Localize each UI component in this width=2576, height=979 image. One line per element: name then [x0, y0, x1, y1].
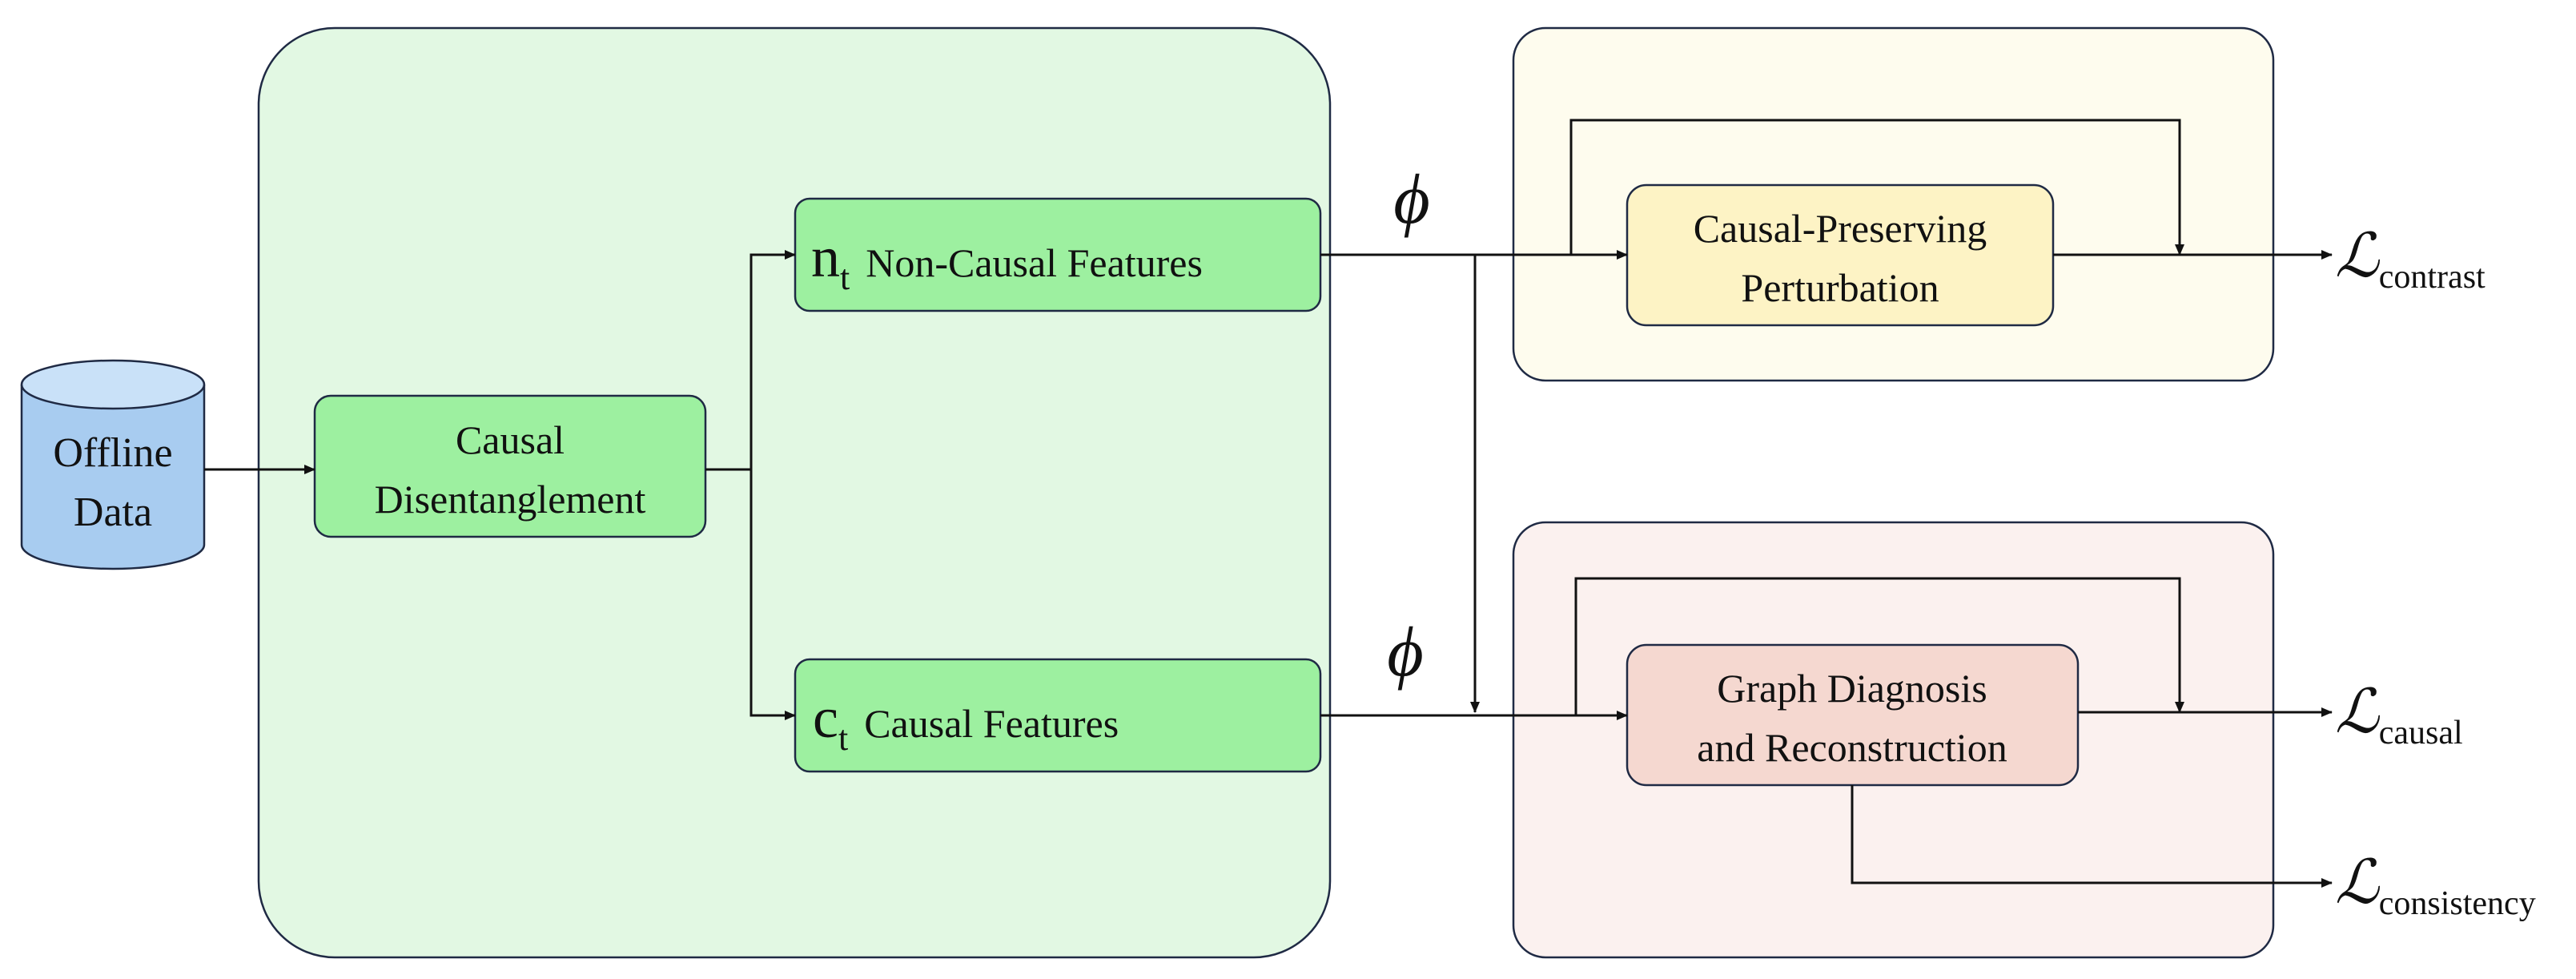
causal-label: Causal Features: [864, 701, 1119, 746]
noncausal-subscript: t: [840, 258, 850, 297]
arrow-to-consistency-loss: [1851, 785, 2333, 888]
perturb-skip-loop: [1569, 119, 2184, 256]
contrast-loss: ℒcontrast: [2335, 223, 2486, 296]
contrast-loss-symbol: ℒ: [2335, 223, 2381, 290]
graph-label-line2: and Reconstruction: [1697, 725, 2007, 770]
perturb-label-line1: Causal-Preserving: [1694, 206, 1987, 251]
database-label-line2: Data: [74, 490, 152, 535]
arrow-to-noncausal: [749, 250, 796, 469]
consistency-loss-subscript: consistency: [2379, 885, 2536, 922]
disentangle-label-line1: Causal: [456, 417, 565, 462]
non-causal-features-box: nt Non-Causal Features: [794, 197, 1322, 312]
noncausal-label: Non-Causal Features: [866, 240, 1203, 285]
causal-symbol: c: [813, 686, 838, 750]
noncausal-symbol: n: [811, 225, 840, 289]
phi-label-bottom: ϕ: [1387, 614, 1424, 691]
arrow-to-causal: [749, 469, 796, 720]
causal-loss: ℒcausal: [2335, 679, 2463, 751]
causal-loss-subscript: causal: [2379, 715, 2463, 751]
graph-label-line1: Graph Diagnosis: [1717, 666, 1987, 711]
disentangle-label-line2: Disentanglement: [375, 477, 646, 522]
causal-preserving-perturbation-box: Causal-Preserving Perturbation: [1626, 183, 2055, 327]
causal-loss-symbol: ℒ: [2335, 679, 2381, 746]
offline-data-database: Offline Data: [20, 359, 206, 570]
graph-skip-loop: [1574, 577, 2184, 715]
database-label-line1: Offline: [53, 430, 172, 476]
causal-features-box: ct Causal Features: [794, 658, 1322, 773]
causal-disentanglement-box: Causal Disentanglement: [313, 394, 707, 538]
consistency-loss: ℒconsistency: [2335, 849, 2536, 922]
graph-diagnosis-box: Graph Diagnosis and Reconstruction: [1626, 643, 2080, 787]
contrast-loss-subscript: contrast: [2379, 259, 2486, 296]
consistency-loss-symbol: ℒ: [2335, 849, 2381, 917]
causal-subscript: t: [838, 719, 848, 758]
perturb-label-line2: Perturbation: [1741, 265, 1939, 310]
phi-label-top: ϕ: [1393, 161, 1430, 239]
